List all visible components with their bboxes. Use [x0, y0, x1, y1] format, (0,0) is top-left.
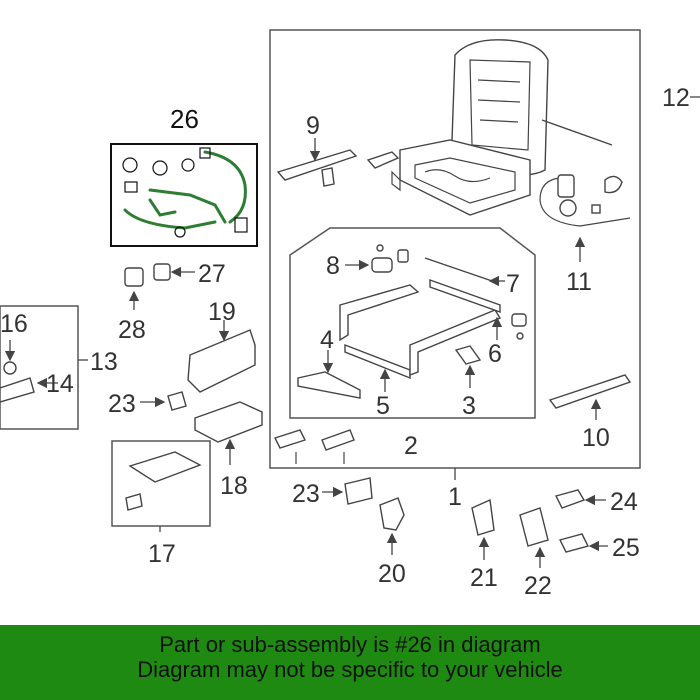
callout-8: 8: [326, 252, 340, 280]
part-11: [539, 174, 631, 262]
part-24: [554, 489, 606, 509]
callout-23-lower: 23: [292, 480, 320, 508]
part-3: [454, 345, 482, 388]
part-21: [471, 498, 495, 560]
seat-frame-part: [391, 39, 549, 216]
callout-19: 19: [208, 298, 236, 326]
callout-11: 11: [566, 268, 592, 296]
callout-20: 20: [378, 560, 406, 588]
callout-18: 18: [220, 472, 248, 500]
part-19: [187, 320, 256, 393]
callout-10: 10: [582, 424, 610, 452]
part-14-16: [0, 340, 88, 403]
callout-1: 1: [448, 483, 462, 511]
callout-21: 21: [470, 564, 498, 592]
callout-13: 13: [90, 348, 118, 376]
callout-24: 24: [610, 488, 638, 516]
side-group-box: [0, 305, 79, 430]
callout-26: 26: [170, 104, 199, 134]
callout-4: 4: [320, 326, 334, 354]
clip-part: [366, 151, 400, 169]
part-8: [345, 244, 409, 273]
part-20: [379, 497, 405, 555]
part-23-upper: [140, 391, 187, 411]
part-23-lower: [322, 477, 373, 505]
callout-25: 25: [612, 534, 640, 562]
cover-group-box: [111, 440, 211, 527]
callout-9: 9: [306, 112, 320, 140]
part-6: [511, 313, 527, 340]
callout-6: 6: [488, 340, 502, 368]
callout-22: 22: [524, 572, 552, 600]
part-7: [424, 257, 505, 287]
callout-3: 3: [462, 392, 476, 420]
callout-14: 14: [46, 370, 74, 398]
part-27-28: [124, 263, 195, 310]
lower-brackets: [274, 429, 355, 464]
callout-27: 27: [198, 260, 226, 288]
callout-5: 5: [376, 392, 390, 420]
banner-line-1: Part or sub-assembly is #26 in diagram: [159, 632, 541, 657]
part-26-harness: [122, 147, 248, 238]
seat-parts-diagram: 1 2 3 4 5 6 7 8 9 10 11 12 13 14 16 17 1…: [0, 29, 700, 600]
part-10: [548, 374, 632, 420]
callout-7: 7: [506, 270, 520, 298]
banner-line-2: Diagram may not be specific to your vehi…: [137, 657, 563, 682]
callout-12: 12: [662, 84, 690, 112]
part-17: [125, 451, 202, 532]
info-banner: Part or sub-assembly is #26 in diagram D…: [0, 625, 700, 700]
part-4: [297, 350, 361, 399]
callout-23-upper: 23: [108, 390, 136, 418]
part-18: [194, 401, 263, 465]
part-25: [558, 533, 608, 553]
harness-box: [110, 143, 258, 247]
callout-28: 28: [118, 316, 146, 344]
callout-17: 17: [148, 540, 176, 568]
slide-rails: [339, 279, 503, 380]
part-22: [519, 507, 549, 568]
part-9: [276, 138, 358, 187]
slide-group-box: [289, 227, 536, 419]
callout-16: 16: [0, 310, 28, 338]
callout-2: 2: [404, 432, 418, 460]
